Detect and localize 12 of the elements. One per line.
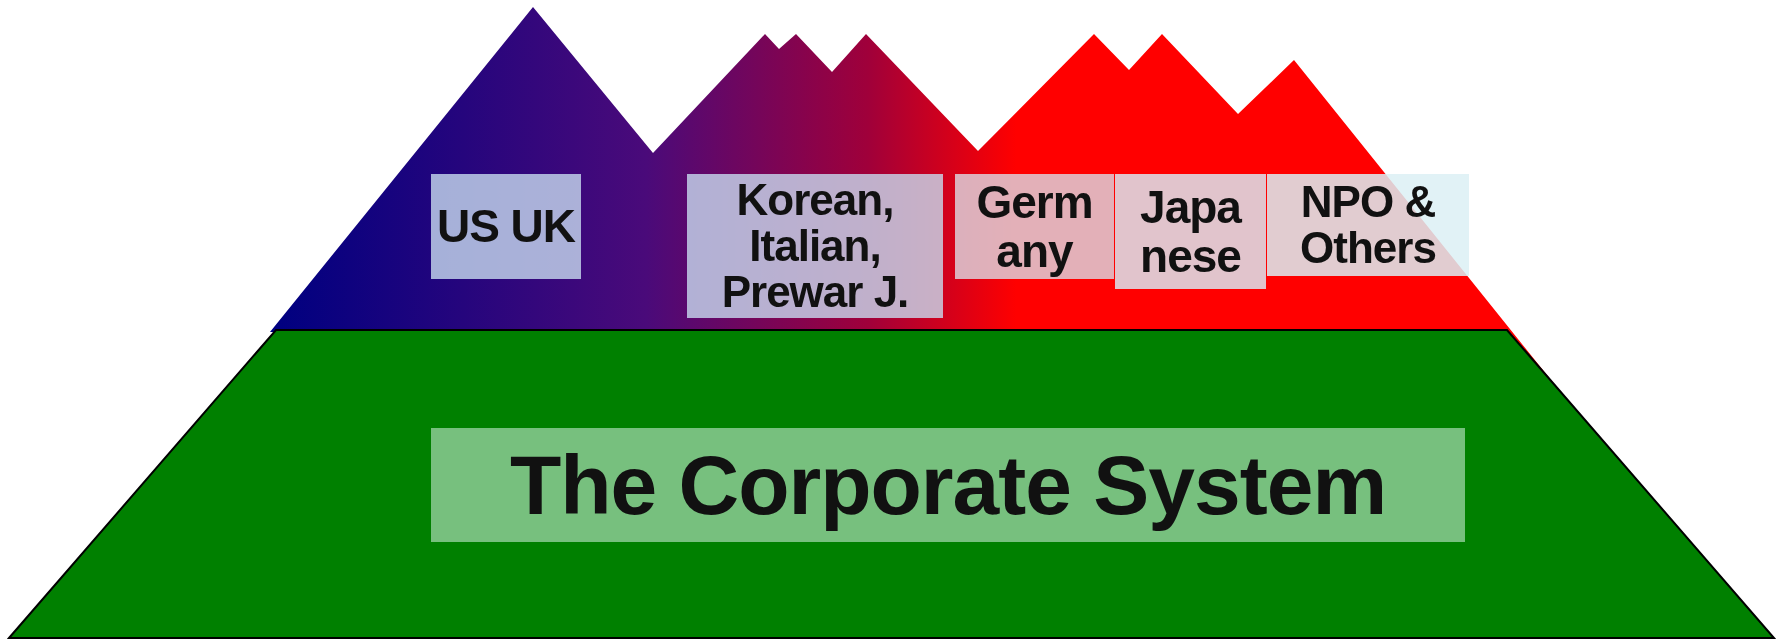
- group-label: Japa nese: [1139, 183, 1243, 280]
- label-box: [955, 174, 1114, 279]
- label-box: [1115, 174, 1266, 289]
- group-label: Korean, Italian, Prewar J.: [720, 176, 910, 316]
- label-box: [1267, 174, 1469, 276]
- group-label: US UK: [436, 202, 576, 251]
- title-label: The Corporate System: [509, 440, 1387, 530]
- label-box: [687, 174, 943, 318]
- group-label: NPO & Others: [1299, 178, 1437, 272]
- label-box: [431, 174, 581, 279]
- group-label: Germ any: [975, 178, 1094, 275]
- label-box: [431, 428, 1465, 542]
